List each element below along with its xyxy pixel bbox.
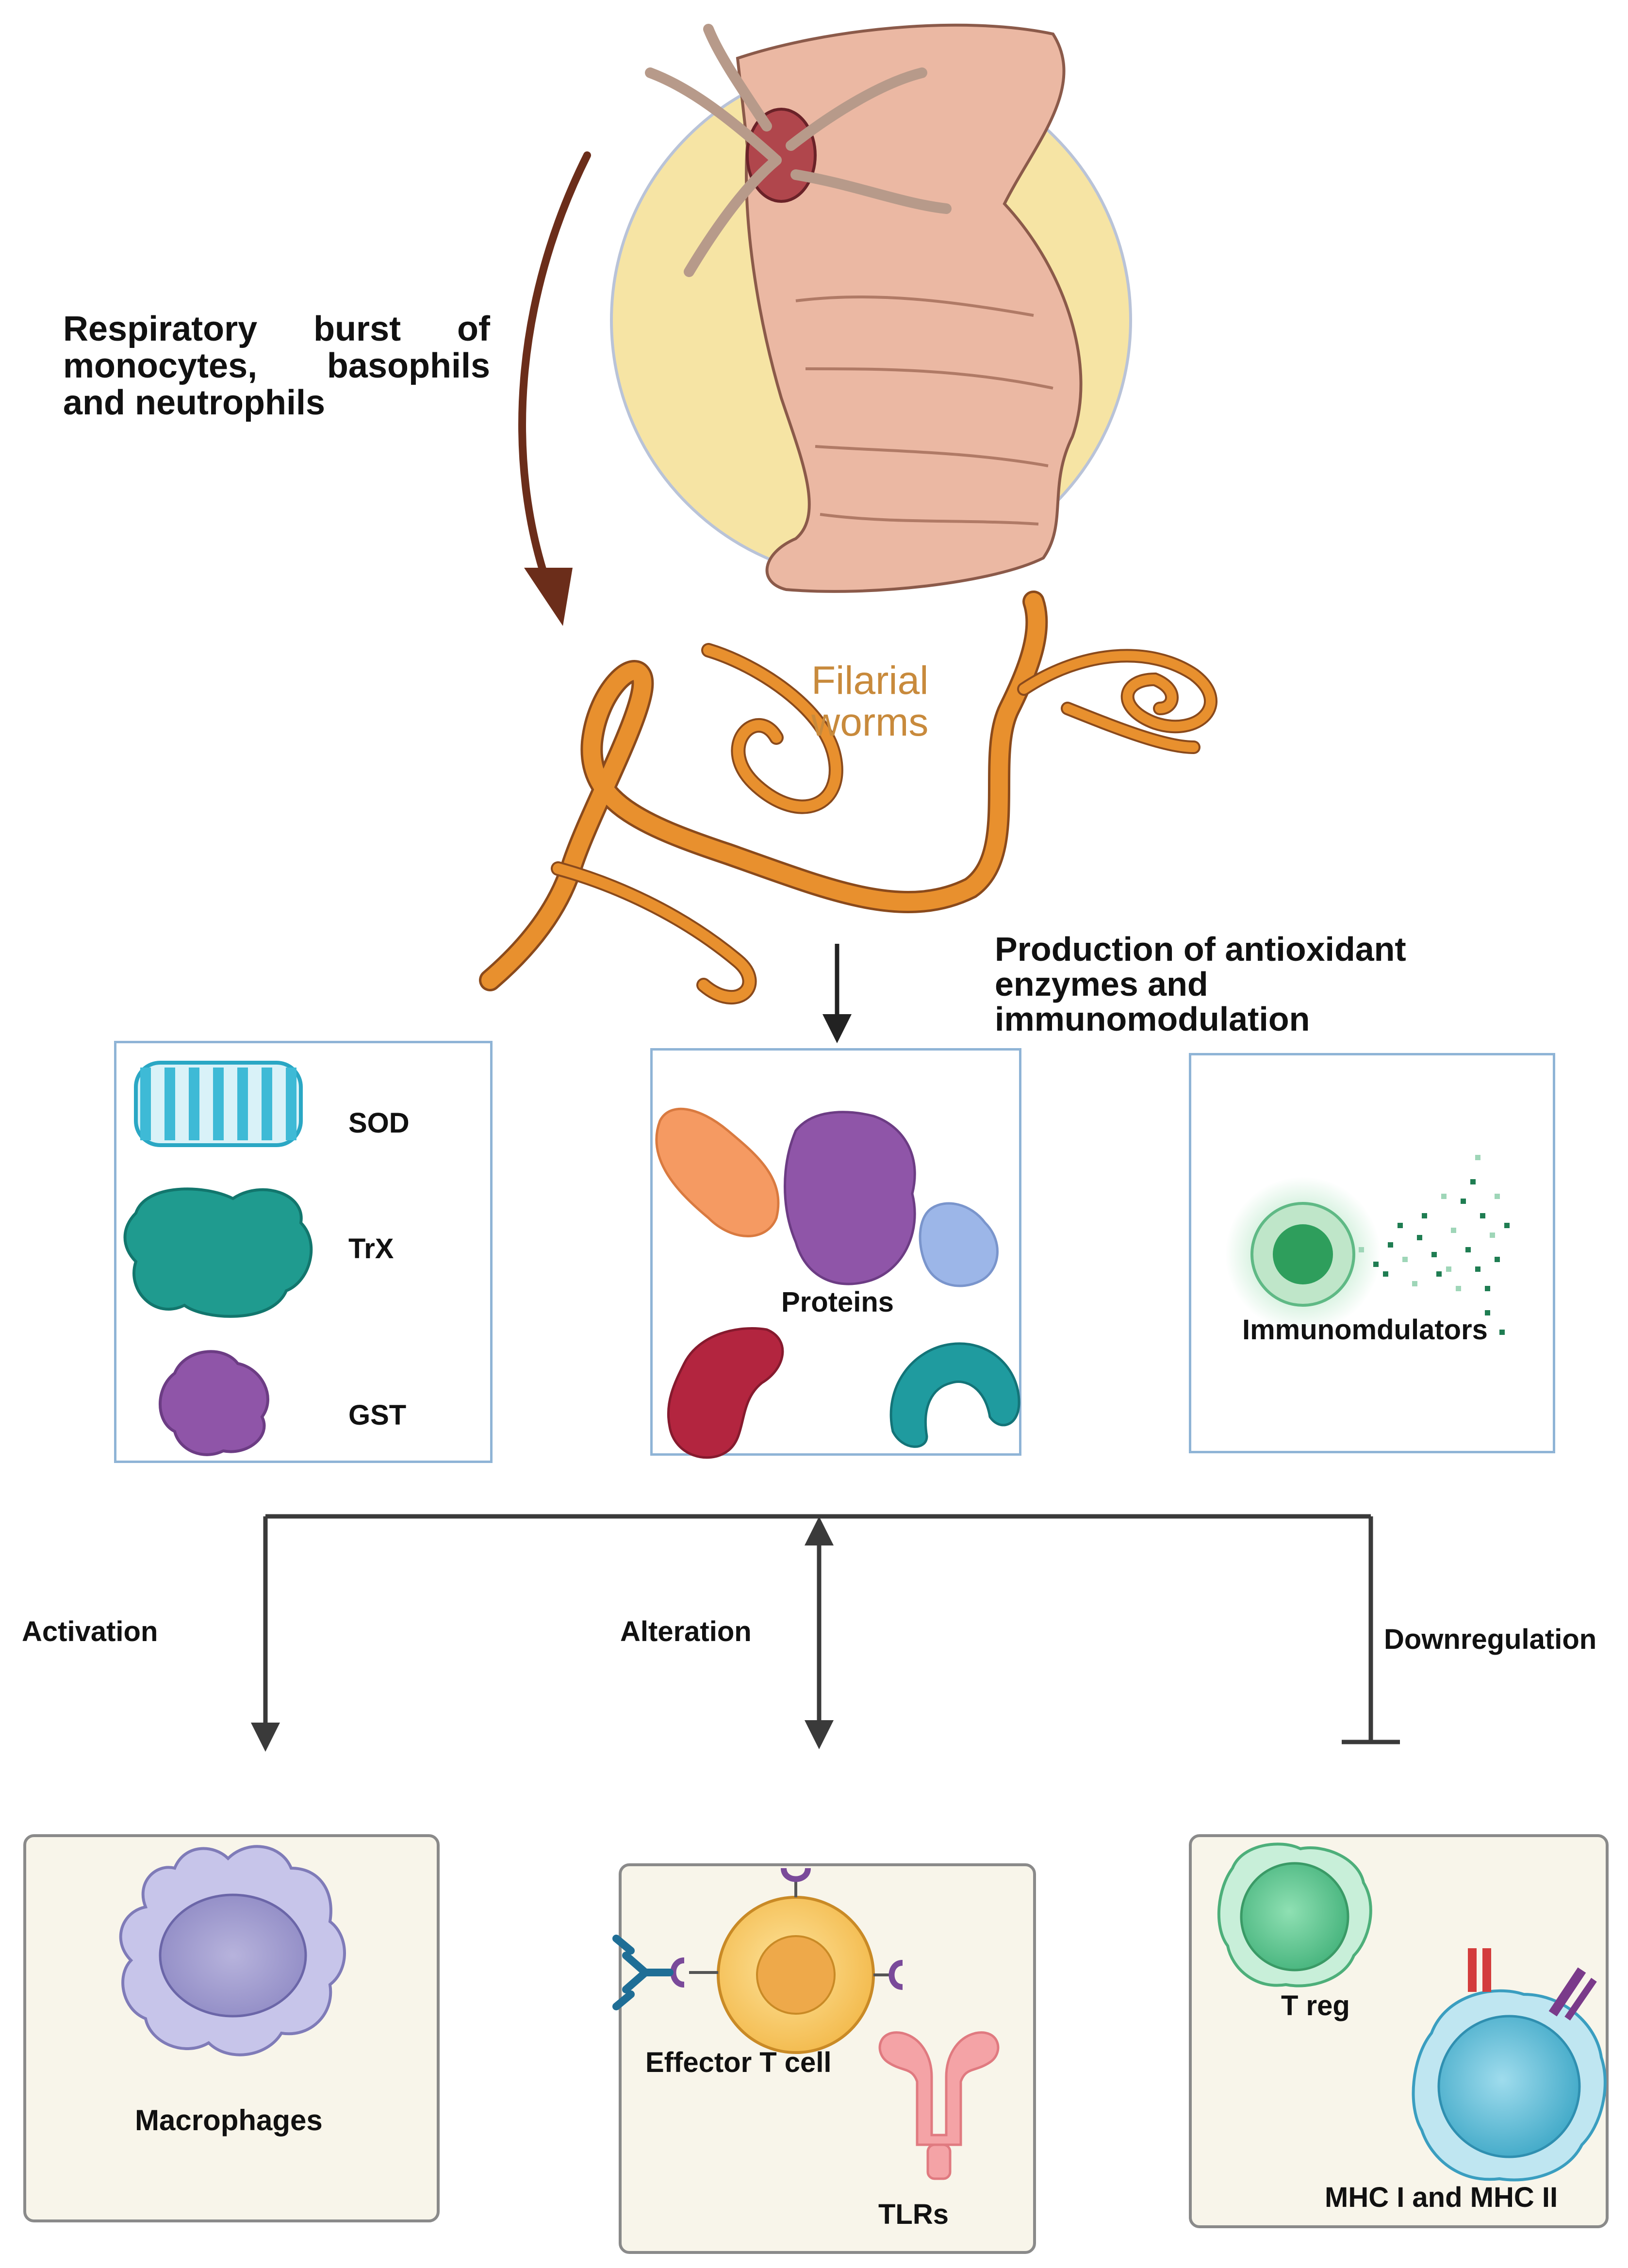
production-line-3: immunomodulation — [995, 1000, 1310, 1038]
mhc-label: MHC I and MHC II — [1325, 2182, 1558, 2213]
vessel-5 — [703, 24, 772, 131]
lymph-node — [746, 108, 817, 203]
sod-label: SOD — [348, 1107, 410, 1139]
proteins-box — [650, 1048, 1021, 1456]
effector-t-cell-label: Effector T cell — [645, 2047, 832, 2078]
macrophages-label: Macrophages — [135, 2104, 323, 2137]
macrophages-panel — [23, 1834, 440, 2222]
filarial-worms-label: Filarial worms — [811, 660, 928, 743]
vessel-3 — [786, 67, 927, 151]
alteration-arrowhead-down — [805, 1720, 834, 1749]
trx-label: TrX — [348, 1233, 394, 1265]
activation-label: Activation — [22, 1616, 158, 1647]
leg-fold-1 — [795, 295, 1034, 317]
treg-mhc-panel — [1189, 1834, 1609, 2228]
treg-label: T reg — [1281, 1990, 1350, 2021]
tlrs-label: TLRs — [878, 2199, 949, 2230]
enzymes-box — [114, 1041, 493, 1463]
vessel-2 — [684, 155, 782, 277]
filarial-worms-line-1: Filarial — [811, 658, 929, 703]
leg-fold-3 — [815, 445, 1049, 467]
leg-fold-2 — [805, 367, 1053, 390]
activation-arrowhead — [251, 1723, 280, 1752]
proteins-label: Proteins — [781, 1286, 894, 1318]
gst-label: GST — [348, 1399, 407, 1431]
arrow-to-proteins — [822, 944, 852, 1043]
elephantiasis-illustration — [610, 23, 1132, 593]
worm-3 — [551, 861, 757, 1005]
immunomodulators-box — [1189, 1053, 1555, 1453]
filarial-worms — [479, 591, 1217, 1005]
branch-connectors — [263, 1514, 1400, 1744]
production-line-1: Production of antioxidant — [995, 930, 1406, 968]
production-label: Production of antioxidant enzymes and im… — [995, 932, 1406, 1036]
alteration-label: Alteration — [620, 1616, 752, 1647]
production-line-2: enzymes and — [995, 965, 1208, 1003]
leg-shape — [736, 23, 1083, 593]
leg-fold-4 — [820, 513, 1039, 526]
downregulation-label: Downregulation — [1384, 1624, 1597, 1655]
vessel-4 — [790, 169, 952, 214]
alteration-arrowhead-up — [805, 1516, 834, 1545]
vessel-1 — [645, 67, 782, 165]
immunomodulators-label: Immunomdulators — [1242, 1314, 1488, 1346]
respiratory-burst-arrow — [518, 151, 591, 626]
respiratory-burst-label: Respiratory burst of monocytes, basophil… — [63, 310, 490, 422]
filarial-worms-line-2: worms — [811, 700, 929, 744]
